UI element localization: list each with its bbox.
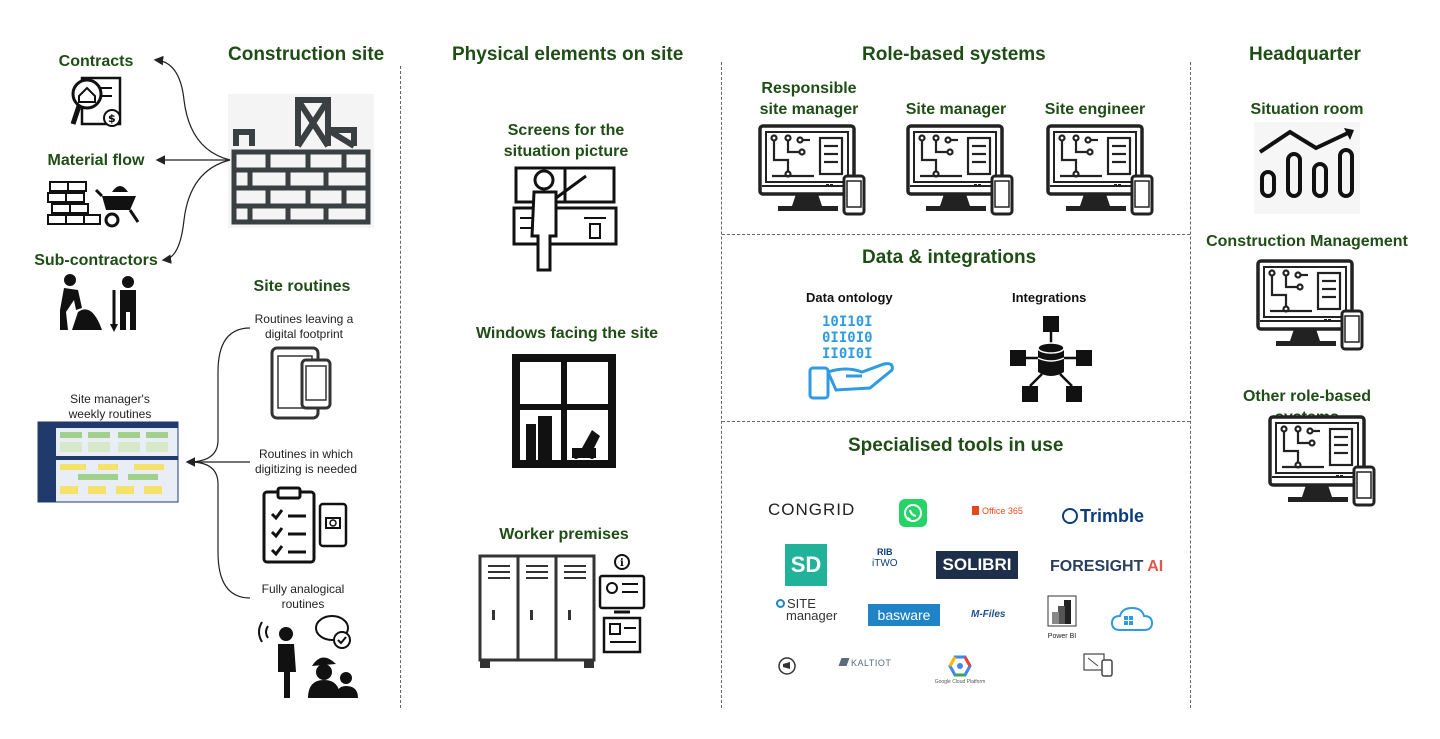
rib-text: RIB <box>877 547 893 557</box>
svg-text:10I10I: 10I10I <box>822 314 873 330</box>
solibri-logo: SOLIBRI <box>936 551 1018 579</box>
site-engineer-label: Site engineer <box>1044 101 1146 118</box>
divider-data-tools <box>722 421 1190 422</box>
site-routines-label: Site routines <box>253 278 351 295</box>
kaltiot-text: KALTIOT <box>851 658 892 668</box>
trimble-logo: Trimble <box>1062 506 1144 527</box>
specialised-tools-title: Specialised tools in use <box>848 435 1064 456</box>
kaltiot-icon <box>838 658 850 666</box>
contract-document-icon: $ <box>70 76 122 127</box>
foresight-text: FORESIGHT <box>1050 558 1144 575</box>
lockers-info-icon: i <box>478 554 646 668</box>
monitor-icon-construction-management <box>1256 259 1364 351</box>
weekly-routines-label: Site manager's weekly routines <box>68 392 152 421</box>
gcp-text: Google Cloud Platform <box>934 679 986 685</box>
situation-chart-icon <box>1254 122 1360 214</box>
tablet-phone-icon <box>270 346 332 420</box>
people-talking-icon <box>258 615 358 698</box>
monitor-icon-other-systems <box>1268 415 1376 507</box>
routine-digital-footprint-label: Routines leaving a digital footprint <box>254 312 354 341</box>
construction-management-label: Construction Management <box>1206 233 1408 250</box>
foresight-logo: FORESIGHT AI <box>1050 558 1163 576</box>
data-integrations-title: Data & integrations <box>862 247 1037 268</box>
office365-icon <box>972 506 979 515</box>
sitemanager-circle-icon <box>776 599 785 608</box>
monitor-icon-responsible-site-manager <box>758 124 866 216</box>
routine-digitizing-needed-label: Routines in which digitizing is needed <box>254 447 358 476</box>
svg-text:II0I0I: II0I0I <box>822 346 873 362</box>
headquarter-heading: Headquarter <box>1249 44 1361 65</box>
gcp-logo: Google Cloud Platform <box>932 655 988 685</box>
mfiles-logo: M-Files <box>971 609 1006 620</box>
tool-circle-logo <box>778 657 796 675</box>
office365-logo: Office 365 <box>972 506 1023 516</box>
material-flow-label: Material flow <box>47 152 145 169</box>
monitor-icon-site-engineer <box>1046 124 1154 216</box>
windows-label: Windows facing the site <box>475 325 659 342</box>
divider-roles-data <box>722 234 1190 235</box>
presenter-screen-icon <box>512 166 618 272</box>
physical-elements-heading: Physical elements on site <box>452 44 684 65</box>
integrations-label: Integrations <box>1012 290 1087 305</box>
weekly-routines-table-image <box>37 421 179 503</box>
divider-3 <box>1190 62 1191 708</box>
svg-text:i: i <box>620 558 624 569</box>
routines-brace <box>185 327 251 599</box>
solibri-text: SOLIBRI <box>942 555 1012 574</box>
bricks-wheelbarrow-icon <box>47 181 140 228</box>
clipboard-checklist-icon <box>262 486 348 564</box>
sd-logo: SD <box>785 544 827 586</box>
construction-site-icon <box>228 94 374 228</box>
svg-text:$: $ <box>108 112 116 125</box>
trimble-text: Trimble <box>1080 506 1145 526</box>
sitemanager-logo: SITE manager <box>776 596 838 623</box>
rib-itwo-logo: RIB iTWO <box>872 547 898 569</box>
construction-arrows <box>153 55 231 264</box>
basware-text: basware <box>877 607 931 623</box>
foresight-ai-text: AI <box>1147 558 1164 575</box>
trimble-globe-icon <box>1062 508 1078 524</box>
sd-text: SD <box>790 552 822 577</box>
svg-text:0II0I0: 0II0I0 <box>822 330 873 346</box>
window-site-view-icon <box>512 354 616 468</box>
powerbi-logo: Power BI <box>1045 594 1079 640</box>
itwo-text: iTWO <box>872 558 898 569</box>
powerbi-bars-icon <box>1047 595 1077 627</box>
sitemanager-top-text: SITE <box>787 596 816 611</box>
site-manager-label: Site manager <box>905 101 1007 118</box>
role-based-heading: Role-based systems <box>862 44 1046 65</box>
basware-logo: basware <box>868 604 940 626</box>
congrid-logo: CONGRID <box>768 500 856 519</box>
screens-label: Screens for the situation picture <box>503 122 629 160</box>
sub-contractors-label: Sub-contractors <box>34 252 158 269</box>
contracts-label: Contracts <box>58 53 134 70</box>
responsible-site-manager-label: Responsible site manager <box>759 80 859 118</box>
tool-devices-logo <box>1083 653 1113 677</box>
gcp-hexagon-icon <box>948 655 972 677</box>
construction-site-heading: Construction site <box>228 44 385 65</box>
situation-room-label: Situation room <box>1250 101 1364 118</box>
divider-1 <box>400 66 401 708</box>
database-network-icon <box>1010 316 1092 402</box>
monitor-icon-site-manager <box>906 124 1014 216</box>
whatsapp-logo <box>899 499 927 527</box>
data-ontology-label: Data ontology <box>806 290 893 305</box>
worker-premises-label: Worker premises <box>499 526 629 543</box>
routine-analogical-label: Fully analogical routines <box>261 582 345 611</box>
workers-icon <box>60 274 136 332</box>
kaltiot-logo: KALTIOT <box>838 658 892 668</box>
office365-text: Office 365 <box>982 506 1023 516</box>
powerbi-text: Power BI <box>1047 633 1077 640</box>
divider-2 <box>721 62 722 708</box>
azure-cloud-logo <box>1110 606 1154 631</box>
binary-hand-icon: 10I10I 0II0I0 II0I0I <box>808 314 894 400</box>
sitemanager-bottom-text: manager <box>786 608 838 623</box>
